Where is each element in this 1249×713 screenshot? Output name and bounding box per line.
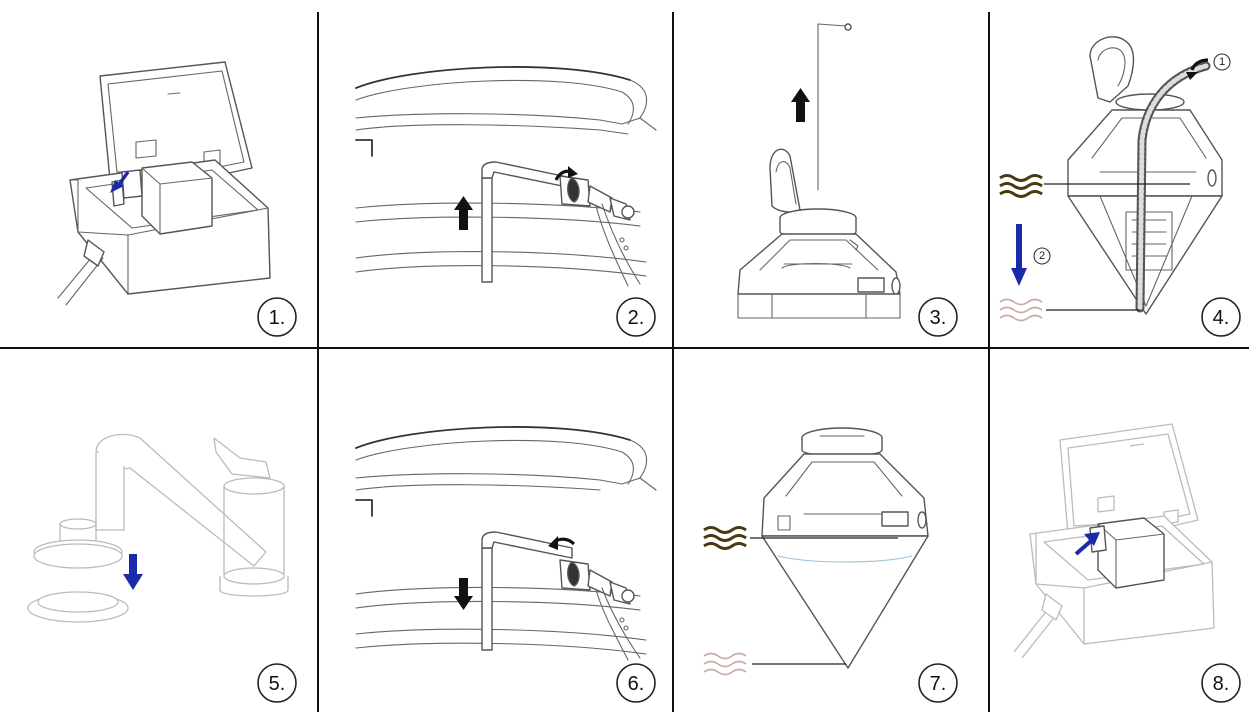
wavy-lines-light-icon bbox=[703, 652, 747, 676]
svg-text:4.: 4. bbox=[1213, 307, 1230, 329]
arrow-icon bbox=[123, 554, 143, 590]
panel-5-faucet bbox=[27, 433, 289, 623]
step-badge-3: 3. bbox=[918, 297, 958, 337]
substep-marker-1: 1 bbox=[1213, 53, 1231, 71]
arrow-icon bbox=[1011, 224, 1027, 286]
panel-3-remove-rod bbox=[737, 23, 901, 319]
panel-6-tank-valve bbox=[355, 426, 657, 661]
wavy-lines-light-icon bbox=[999, 298, 1043, 322]
arrow-icon bbox=[1074, 532, 1100, 556]
step-badge-7: 7. bbox=[918, 663, 958, 703]
arrow-icon bbox=[791, 88, 810, 122]
panel-2-tank-valve bbox=[355, 66, 657, 287]
svg-text:7.: 7. bbox=[930, 673, 947, 695]
wavy-lines-dark-icon bbox=[703, 526, 747, 550]
arrow-icon bbox=[454, 578, 473, 610]
wavy-lines-dark-icon bbox=[999, 174, 1043, 198]
arrow-icon bbox=[548, 536, 576, 550]
step-badge-8: 8. bbox=[1201, 663, 1241, 703]
svg-text:5.: 5. bbox=[269, 673, 286, 695]
step-badge-6: 6. bbox=[616, 663, 656, 703]
step-badge-1: 1. bbox=[257, 297, 297, 337]
arrow-icon bbox=[554, 166, 578, 181]
panel-7-tank-closed bbox=[703, 427, 929, 676]
panel-1-control-box bbox=[57, 61, 271, 306]
arrow-icon bbox=[1186, 58, 1209, 80]
svg-text:3.: 3. bbox=[930, 307, 947, 329]
svg-text:8.: 8. bbox=[1213, 673, 1230, 695]
panel-8-control-box bbox=[1013, 423, 1215, 659]
svg-text:1.: 1. bbox=[269, 307, 286, 329]
substep-marker-2: 2 bbox=[1033, 247, 1051, 265]
svg-text:1: 1 bbox=[1219, 56, 1225, 68]
svg-text:6.: 6. bbox=[628, 673, 645, 695]
panel-4-pump-out: 1 2 bbox=[999, 36, 1231, 322]
arrow-icon bbox=[454, 196, 473, 230]
step-badge-2: 2. bbox=[616, 297, 656, 337]
panel-grid bbox=[0, 12, 1249, 712]
step-badge-5: 5. bbox=[257, 663, 297, 703]
svg-text:2.: 2. bbox=[628, 307, 645, 329]
svg-text:2: 2 bbox=[1039, 250, 1045, 262]
arrow-icon bbox=[110, 171, 130, 193]
step-badge-4: 4. bbox=[1201, 297, 1241, 337]
